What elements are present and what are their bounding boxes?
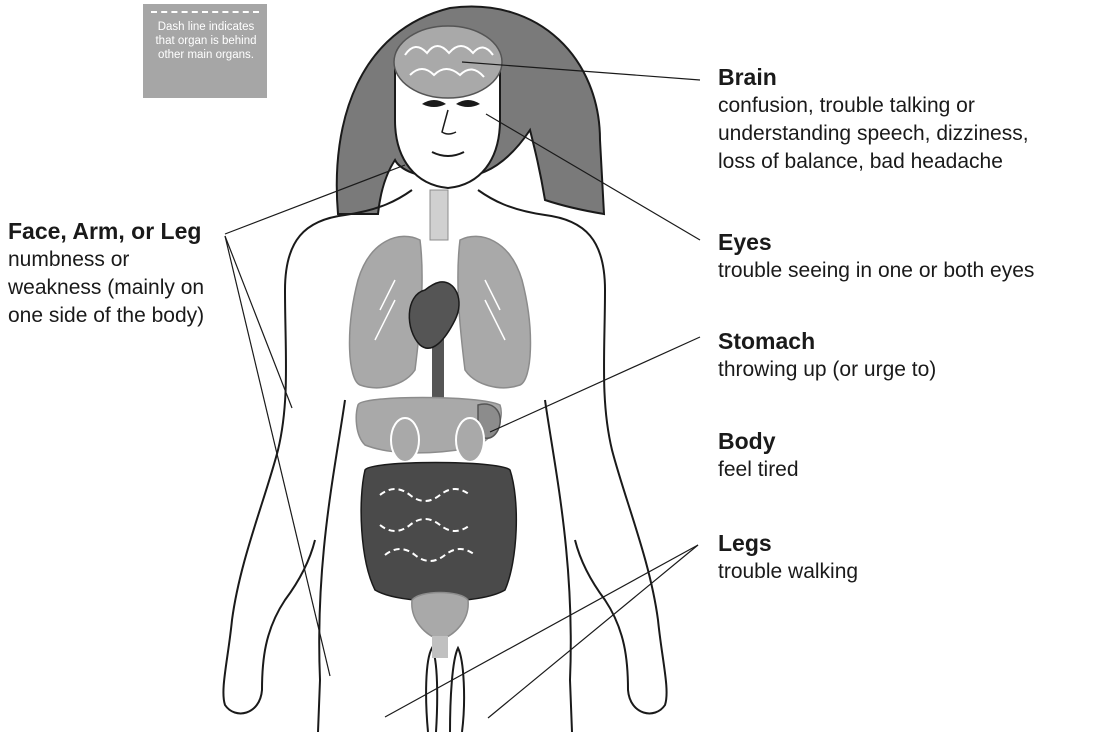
inner-legs [426,648,464,732]
legend-text: Dash line indicates that organ is behind… [149,20,263,62]
callout-stomach-title: Stomach [718,326,1088,356]
callout-face-arm-leg: Face, Arm, or Leg numbness or weakness (… [8,216,258,330]
callout-face-arm-leg-desc: numbness or weakness (mainly on one side… [8,246,258,330]
callout-face-arm-leg-title: Face, Arm, or Leg [8,216,258,246]
callout-legs: Legs trouble walking [718,528,1088,586]
callout-eyes: Eyes trouble seeing in one or both eyes [718,227,1088,285]
right-kidney [456,418,484,462]
brain [394,26,502,98]
legend-box: Dash line indicates that organ is behind… [143,4,267,98]
callout-legs-title: Legs [718,528,1088,558]
uterus [412,593,468,641]
callout-body-desc: feel tired [718,456,1088,484]
callout-stomach: Stomach throwing up (or urge to) [718,326,1088,384]
trachea [430,190,448,240]
callout-legs-desc: trouble walking [718,558,1088,586]
callout-body-title: Body [718,426,1088,456]
cervix [432,636,448,658]
callout-brain-title: Brain [718,62,1088,92]
callout-body: Body feel tired [718,426,1088,484]
left-kidney [391,418,419,462]
right-lung [458,236,531,387]
callout-brain-desc: confusion, trouble talking or understand… [718,92,1088,176]
callout-brain: Brain confusion, trouble talking or unde… [718,62,1088,176]
intestines [361,463,516,602]
legend-dash-sample [151,11,259,13]
callout-eyes-title: Eyes [718,227,1088,257]
callout-eyes-desc: trouble seeing in one or both eyes [718,257,1088,285]
callout-stomach-desc: throwing up (or urge to) [718,356,1088,384]
